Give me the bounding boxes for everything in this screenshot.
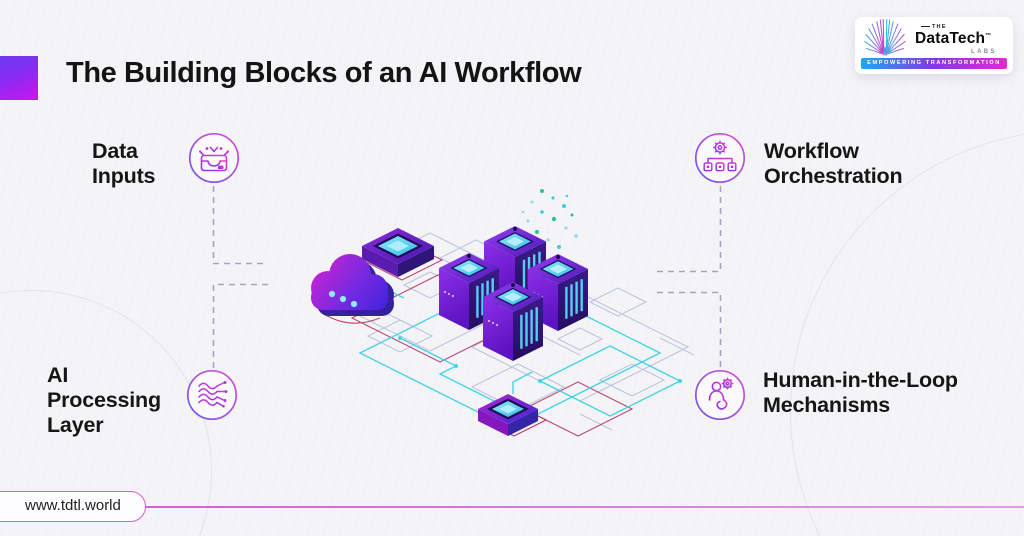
isometric-illustration <box>310 189 695 437</box>
title-accent-bar <box>0 56 38 100</box>
chip-top-left <box>362 228 434 277</box>
human-gear-loop-icon <box>694 369 746 421</box>
cloud <box>311 254 394 316</box>
logo-tagline: EMPOWERING TRANSFORMATION <box>861 58 1007 69</box>
neural-layers-icon <box>186 369 238 421</box>
data-inputs-icon-circle <box>188 132 240 184</box>
gear-hierarchy-icon <box>694 132 746 184</box>
inbox-download-icon <box>188 132 240 184</box>
workflow-icon-circle <box>694 132 746 184</box>
server-cube-front <box>483 282 543 361</box>
butterfly-logo-icon <box>864 19 906 56</box>
website-pill[interactable]: www.tdtl.world <box>0 491 146 522</box>
cloud-indicator-dots <box>328 290 358 308</box>
hitl-icon-circle <box>694 369 746 421</box>
footer-line <box>146 506 1024 508</box>
logo-the: THE <box>921 24 947 30</box>
website-url[interactable]: www.tdtl.world <box>25 497 121 514</box>
ai-processing-icon-circle <box>186 369 238 421</box>
logo-brand: DataTech™ <box>915 30 992 47</box>
datatech-labs-logo: THE DataTech™ LABS EMPOWERING TRANSFORMA… <box>855 17 1013 74</box>
page-title: The Building Blocks of an AI Workflow <box>66 57 582 89</box>
logo-labs: LABS <box>971 49 997 55</box>
chip-bottom <box>478 394 548 437</box>
data-particles <box>521 189 578 249</box>
